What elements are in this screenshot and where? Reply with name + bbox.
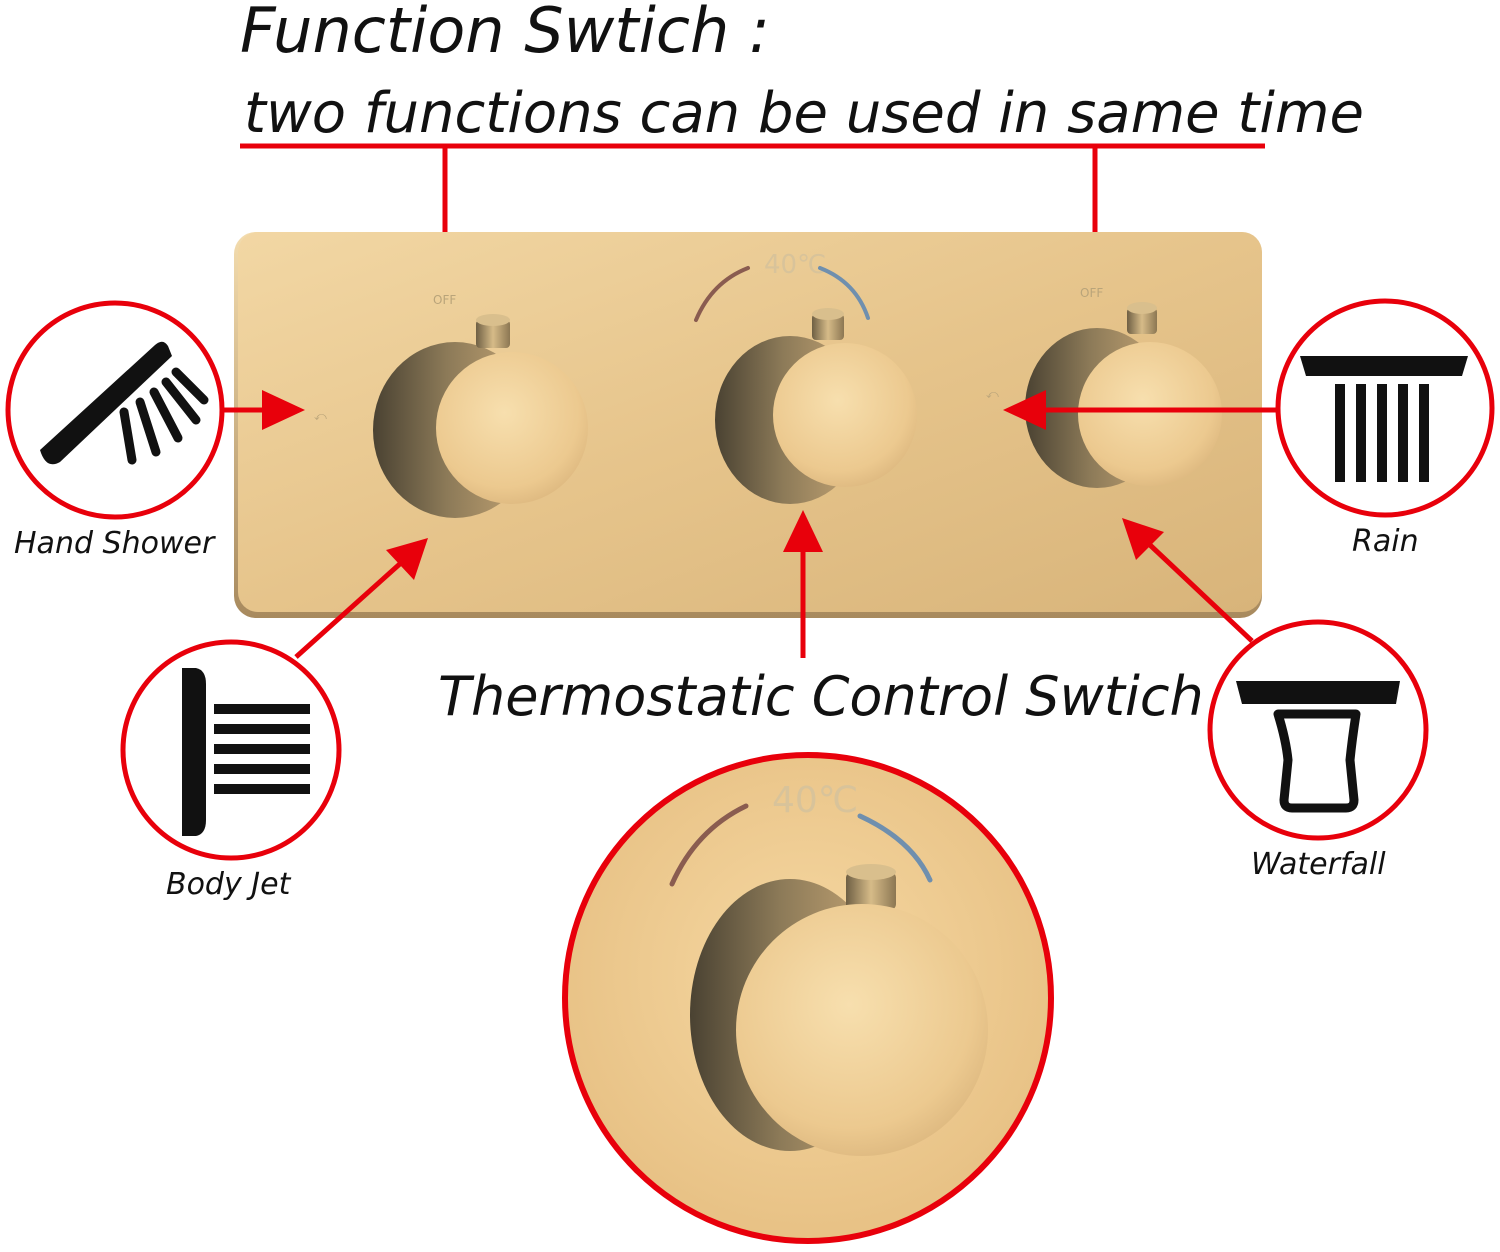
rain-shower-icon [1300,356,1468,482]
waterfall-callout: Waterfall [1122,518,1429,882]
left-function-knob[interactable] [373,314,588,518]
right-side-mark: ⤺ [986,387,999,401]
zoom-cold-arc [857,813,933,883]
waterfall-arrow [1122,518,1164,560]
page-title: Function Swtich : [240,0,770,67]
thermostatic-label: Thermostatic Control Swtich [438,665,1204,728]
left-knob-off-mark: OFF [433,293,456,307]
rain-label: Rain [1352,524,1419,559]
body-jet-label: Body Jet [166,867,292,902]
waterfall-icon [1236,681,1400,813]
thermostatic-callout: Thermostatic Control Swtich [438,510,1204,728]
hand-shower-arrow [262,390,305,430]
body-jet-icon [182,668,310,836]
left-side-mark: ⤺ [314,409,327,423]
hand-shower-label: Hand Shower [14,526,216,561]
center-thermostatic-knob[interactable] [715,308,917,504]
body-jet-callout: Body Jet [120,538,428,902]
rain-callout: Rain [1003,298,1495,559]
center-temp-mark: 40℃ [764,250,826,280]
cold-arc [818,266,870,320]
hand-shower-callout: Hand Shower [5,300,305,561]
body-jet-arrow [386,538,428,580]
zoom-temp-mark: 40℃ [772,780,858,821]
rain-arrow [1003,390,1046,430]
hot-arc [694,266,750,322]
right-knob-off-mark: OFF [1080,286,1103,300]
thermostatic-arrow [783,510,823,552]
waterfall-label: Waterfall [1251,847,1386,882]
hand-shower-icon [40,341,209,465]
page-subtitle: two functions can be used in same time [244,81,1364,146]
zoom-hot-arc [669,803,749,887]
thermostatic-zoom-view: 40℃ [562,752,1054,1244]
